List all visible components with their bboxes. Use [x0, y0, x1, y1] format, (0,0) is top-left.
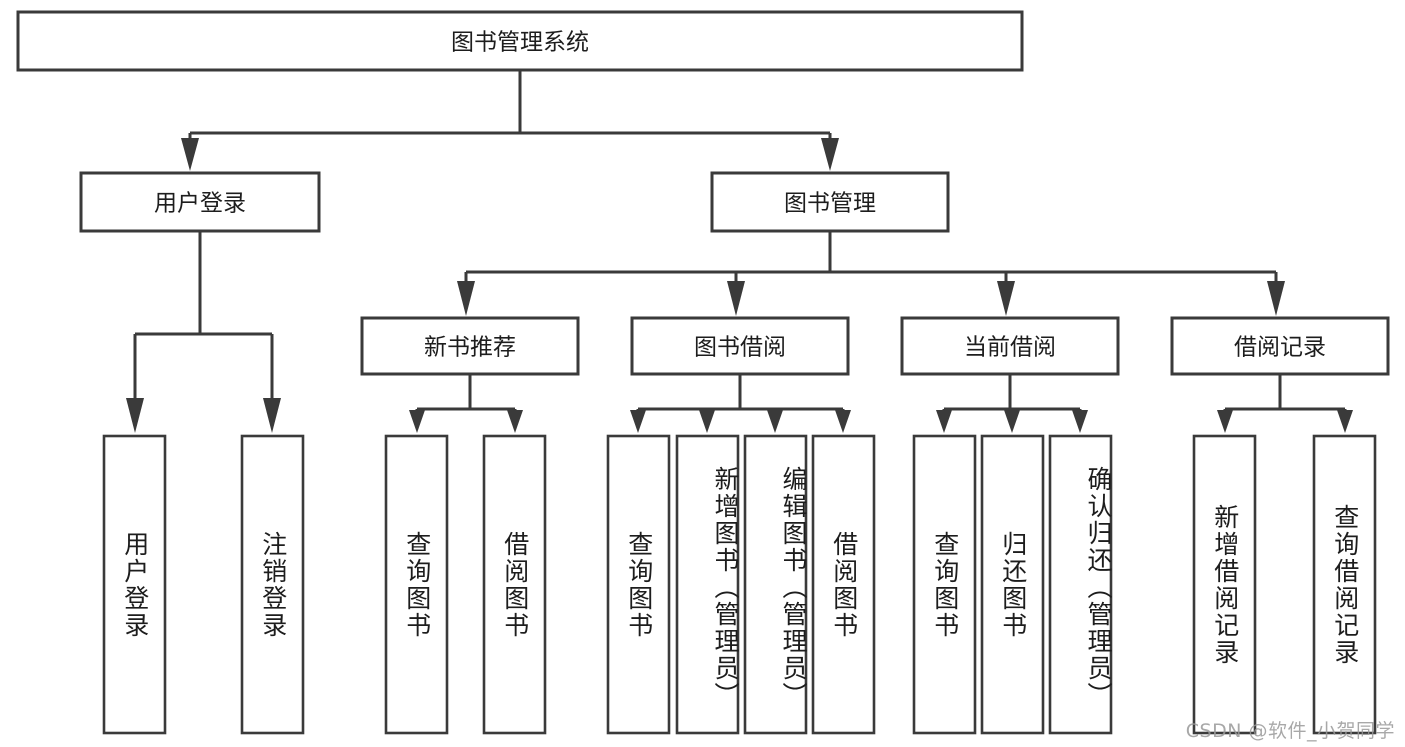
connector-layer: [126, 70, 1353, 433]
node-box-borrow-record[interactable]: [1170, 316, 1390, 376]
node-box-leaf-confirm-return[interactable]: [1048, 434, 1113, 735]
arrow-cb-leaf-2: [1004, 410, 1020, 433]
node-box-leaf-edit-book[interactable]: [743, 434, 808, 735]
node-label-borrow-record: 借阅记录: [1234, 335, 1326, 361]
node-box-leaf-borrow-book[interactable]: [811, 434, 876, 735]
arrow-cb-leaf-3: [1072, 410, 1088, 433]
arrow-nbr-leaf-1: [409, 410, 425, 433]
node-box-leaf-query-book-rec[interactable]: [384, 434, 449, 735]
arrow-br-leaf-1: [1217, 410, 1233, 433]
arrow-bb-leaf-3: [767, 410, 783, 433]
arrow-cb-leaf-1: [936, 410, 952, 433]
node-box-current-borrow[interactable]: [900, 316, 1120, 376]
node-label-root: 图书管理系统: [451, 30, 589, 56]
node-box-leaf-add-book[interactable]: [675, 434, 740, 735]
node-box-leaf-return-book[interactable]: [980, 434, 1045, 735]
arrow-user-login-leaf-1: [126, 398, 144, 433]
node-box-leaf-query-book-borrow[interactable]: [606, 434, 671, 735]
arrow-nbr-leaf-2: [507, 410, 523, 433]
arrow-bb-leaf-1: [630, 410, 646, 433]
node-box-leaf-query-record[interactable]: [1312, 434, 1377, 735]
arrow-user-login-leaf-2: [263, 398, 281, 433]
node-label-user-login: 用户登录: [154, 191, 246, 217]
node-box-root[interactable]: [16, 10, 1024, 72]
node-layer: 图书管理系统 用户登录 图书管理 新书推荐 图书借阅 当前借阅 借阅记录: [16, 10, 1390, 735]
node-box-user-login[interactable]: [79, 171, 321, 233]
node-label-book-borrow: 图书借阅: [694, 335, 786, 361]
arrow-bm-to-current-borrow: [997, 281, 1015, 316]
arrow-bm-to-borrow-record: [1267, 281, 1285, 316]
node-label-book-manage: 图书管理: [784, 191, 876, 217]
node-box-new-book-rec[interactable]: [360, 316, 580, 376]
arrow-br-leaf-2: [1337, 410, 1353, 433]
node-box-book-manage[interactable]: [710, 171, 950, 233]
arrow-bb-leaf-4: [835, 410, 851, 433]
node-label-new-book-rec: 新书推荐: [424, 335, 516, 361]
node-box-book-borrow[interactable]: [630, 316, 850, 376]
arrow-bb-leaf-2: [699, 410, 715, 433]
node-label-current-borrow: 当前借阅: [964, 335, 1056, 361]
csdn-watermark: CSDN @软件_小贺同学: [1185, 720, 1395, 742]
node-box-leaf-logout[interactable]: [240, 434, 305, 735]
node-box-leaf-query-book-cur[interactable]: [912, 434, 977, 735]
arrow-root-to-user-login: [181, 138, 199, 171]
arrow-bm-to-book-borrow: [727, 281, 745, 316]
arrow-root-to-book-manage: [821, 138, 839, 171]
arrow-bm-to-new-book-rec: [457, 281, 475, 316]
node-box-leaf-borrow-book-rec[interactable]: [482, 434, 547, 735]
node-box-leaf-add-record[interactable]: [1192, 434, 1257, 735]
node-box-leaf-user-login[interactable]: [102, 434, 167, 735]
